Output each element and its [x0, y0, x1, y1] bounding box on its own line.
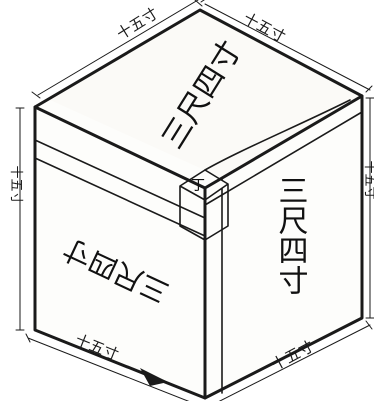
top-band	[35, 99, 222, 188]
right-top-strip-line	[204, 111, 363, 206]
cube-outline	[33, 8, 364, 400]
front-right-face	[205, 96, 362, 398]
corner-curve	[204, 99, 351, 171]
corner-mark: 丁	[191, 178, 205, 194]
dim-right-vertical: 十五寸	[362, 160, 374, 199]
bottom-arrow-icon	[140, 368, 168, 386]
top-band-line-2	[34, 157, 206, 237]
cube-inner-edges	[33, 94, 364, 400]
dimension-ticks	[15, 0, 374, 401]
dim-left-vertical: 十五寸	[8, 165, 23, 204]
top-band-line	[34, 139, 206, 219]
front-left-face	[35, 107, 205, 398]
front-right-face-text: 三尺四寸	[273, 175, 309, 295]
